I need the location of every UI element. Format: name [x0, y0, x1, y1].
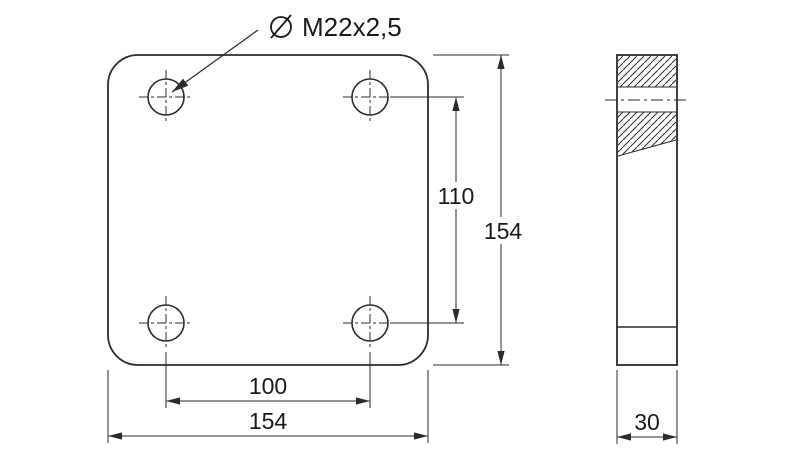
plate-outline [107, 54, 429, 366]
hole-bottom-left [139, 296, 193, 350]
thread-runout-line [617, 139, 677, 157]
thread-label: M22x2,5 [302, 12, 402, 42]
dim-overall-height: 154 [433, 54, 525, 366]
dim-value-110: 110 [438, 183, 475, 209]
hole-bottom-right [343, 296, 397, 350]
dim-value-154-height: 154 [484, 218, 523, 244]
leader-line [171, 29, 259, 93]
dim-text-mask [477, 217, 525, 244]
side-outline [616, 54, 678, 366]
diameter-symbol-icon [270, 14, 292, 39]
dim-thickness: 30 [616, 370, 678, 444]
dim-text-mask [432, 182, 480, 209]
dim-value-30: 30 [634, 409, 660, 435]
side-view [605, 54, 689, 366]
front-view [107, 54, 429, 366]
hole-top-left [139, 70, 193, 124]
dim-value-100: 100 [249, 373, 287, 399]
thread-callout: M22x2,5 [171, 12, 402, 93]
dim-value-154-width: 154 [249, 408, 288, 434]
hole-top-right [343, 70, 397, 124]
thread-hatch-upper [618, 56, 676, 87]
thread-hatch-lower [618, 112, 676, 156]
dim-hole-spacing-horizontal: 100 [165, 352, 371, 408]
dim-overall-width: 154 [107, 370, 429, 443]
dim-hole-spacing-vertical: 110 [390, 96, 480, 324]
